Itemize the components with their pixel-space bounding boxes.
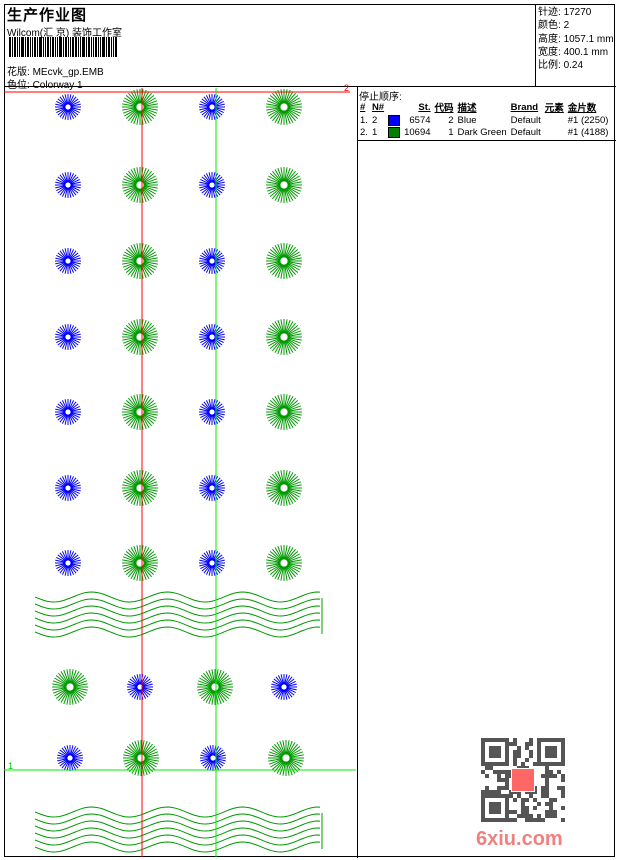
design-value: MEcvk_gp.EMB <box>32 67 104 78</box>
colorway: 色位: Colorway 1 <box>7 76 83 91</box>
sunburst-motif <box>199 172 225 198</box>
table-divider <box>358 140 616 141</box>
stat-colors: 颜色: 2 <box>538 20 570 32</box>
stat-scale: 比例: 0.24 <box>538 60 584 72</box>
sunburst-motif <box>122 243 158 279</box>
sunburst-motif <box>271 674 297 700</box>
colorway-label: 色位: <box>7 80 30 91</box>
page-title: 生产作业图 <box>7 7 88 24</box>
sunburst-motif <box>122 167 158 203</box>
red-guide-marker: 2 <box>344 83 350 93</box>
page-frame <box>4 4 615 857</box>
stats-panel: 针迹: 17270 颜色: 2 高度: 1057.1 mm 宽度: 400.1 … <box>535 4 616 86</box>
colorway-value: Colorway 1 <box>33 80 83 91</box>
sunburst-motif <box>122 89 158 125</box>
sunburst-motif <box>122 470 158 506</box>
color-swatch <box>388 114 401 126</box>
sunburst-motif <box>55 324 81 350</box>
green-guide-marker: 1 <box>8 761 14 771</box>
sunburst-motif <box>127 674 153 700</box>
design-file: 花版: MEcvk_gp.EMB <box>7 63 104 78</box>
sunburst-motif <box>199 324 225 350</box>
sunburst-motif <box>199 94 225 120</box>
wave-motif <box>34 591 323 638</box>
sunburst-motif <box>199 550 225 576</box>
wave-motif <box>34 806 323 853</box>
design-label: 花版: <box>7 67 30 78</box>
watermark: 6xiu.com <box>476 828 563 850</box>
sunburst-motif <box>268 740 304 776</box>
sunburst-motif <box>200 745 226 771</box>
sunburst-motif <box>123 740 159 776</box>
header-divider <box>4 86 616 87</box>
sunburst-motif <box>122 394 158 430</box>
sunburst-motif <box>55 550 81 576</box>
sunburst-motif <box>199 248 225 274</box>
sunburst-motif <box>55 248 81 274</box>
sunburst-motif <box>266 470 302 506</box>
sunburst-motif <box>266 394 302 430</box>
barcode <box>9 37 151 57</box>
company-name: Wilcom(汇 京) 装饰工作室 <box>7 28 122 39</box>
stat-width: 宽度: 400.1 mm <box>538 46 609 58</box>
sunburst-motif <box>57 745 83 771</box>
stat-height: 高度: 1057.1 mm <box>538 33 614 45</box>
stop-sequence-title: 停止顺序: <box>359 92 402 103</box>
sunburst-motif <box>197 669 233 705</box>
sunburst-motif <box>55 399 81 425</box>
sunburst-motif <box>55 475 81 501</box>
sunburst-motif <box>55 94 81 120</box>
sunburst-motif <box>266 167 302 203</box>
sunburst-motif <box>199 475 225 501</box>
sunburst-motif <box>266 319 302 355</box>
sunburst-motif <box>55 172 81 198</box>
stat-stitches: 针迹: 17270 <box>538 7 592 18</box>
stamp-logo <box>511 768 535 792</box>
sunburst-motif <box>122 545 158 581</box>
sunburst-motif <box>122 319 158 355</box>
sunburst-motif <box>266 545 302 581</box>
color-swatch <box>388 127 401 139</box>
sunburst-motif <box>266 243 302 279</box>
sunburst-motif <box>199 399 225 425</box>
sunburst-motif <box>266 89 302 125</box>
sunburst-motif <box>52 669 88 705</box>
